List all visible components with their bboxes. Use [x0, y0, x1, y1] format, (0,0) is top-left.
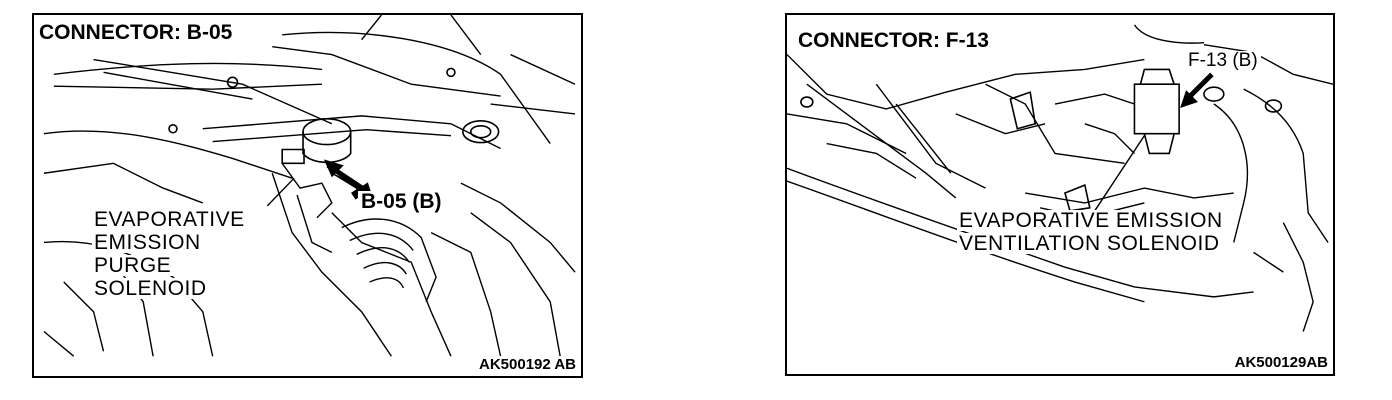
connector-tag: B-05 (B)	[358, 191, 445, 212]
callout-line: EVAPORATIVE	[92, 208, 247, 231]
callout-line: VENTILATION SOLENOID	[957, 232, 1222, 255]
engine-bay-drawing-b05	[34, 15, 581, 376]
engine-bay-drawing-f13	[787, 15, 1333, 374]
image-code: AK500129AB	[1232, 354, 1330, 371]
component-callout: EVAPORATIVE EMISSION PURGE SOLENOID	[92, 209, 247, 301]
callout-line: EMISSION	[92, 231, 203, 254]
callout-line: SOLENOID	[92, 277, 209, 300]
connector-tag: F-13 (B)	[1185, 51, 1261, 70]
diagram-panel-b05: CONNECTOR: B-05 B-05 (B) EVAPORATIVE EMI…	[32, 13, 583, 378]
callout-line: PURGE	[92, 254, 174, 277]
callout-line: EVAPORATIVE EMISSION	[957, 209, 1225, 232]
connector-title: CONNECTOR: F-13	[796, 30, 993, 53]
image-code: AK500192 AB	[477, 356, 578, 373]
component-callout: EVAPORATIVE EMISSION VENTILATION SOLENOI…	[957, 210, 1225, 256]
connector-title: CONNECTOR: B-05	[37, 22, 237, 45]
diagram-panel-f13: CONNECTOR: F-13 F-13 (B) EVAPORATIVE EMI…	[785, 13, 1335, 376]
